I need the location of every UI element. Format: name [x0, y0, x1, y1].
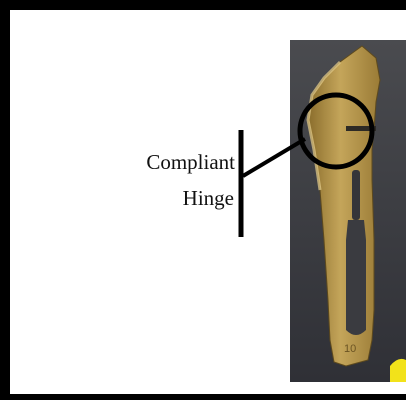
scalpel-blade-photo: 10: [290, 40, 406, 382]
hinge-slit: [346, 126, 376, 131]
annotation-label-line2: Hinge: [183, 188, 234, 209]
blade-slot-narrow: [352, 170, 360, 220]
blade-slot-wide: [346, 220, 366, 335]
annotation-label-line1: Compliant: [146, 152, 235, 173]
blade-marking: 10: [344, 343, 356, 355]
